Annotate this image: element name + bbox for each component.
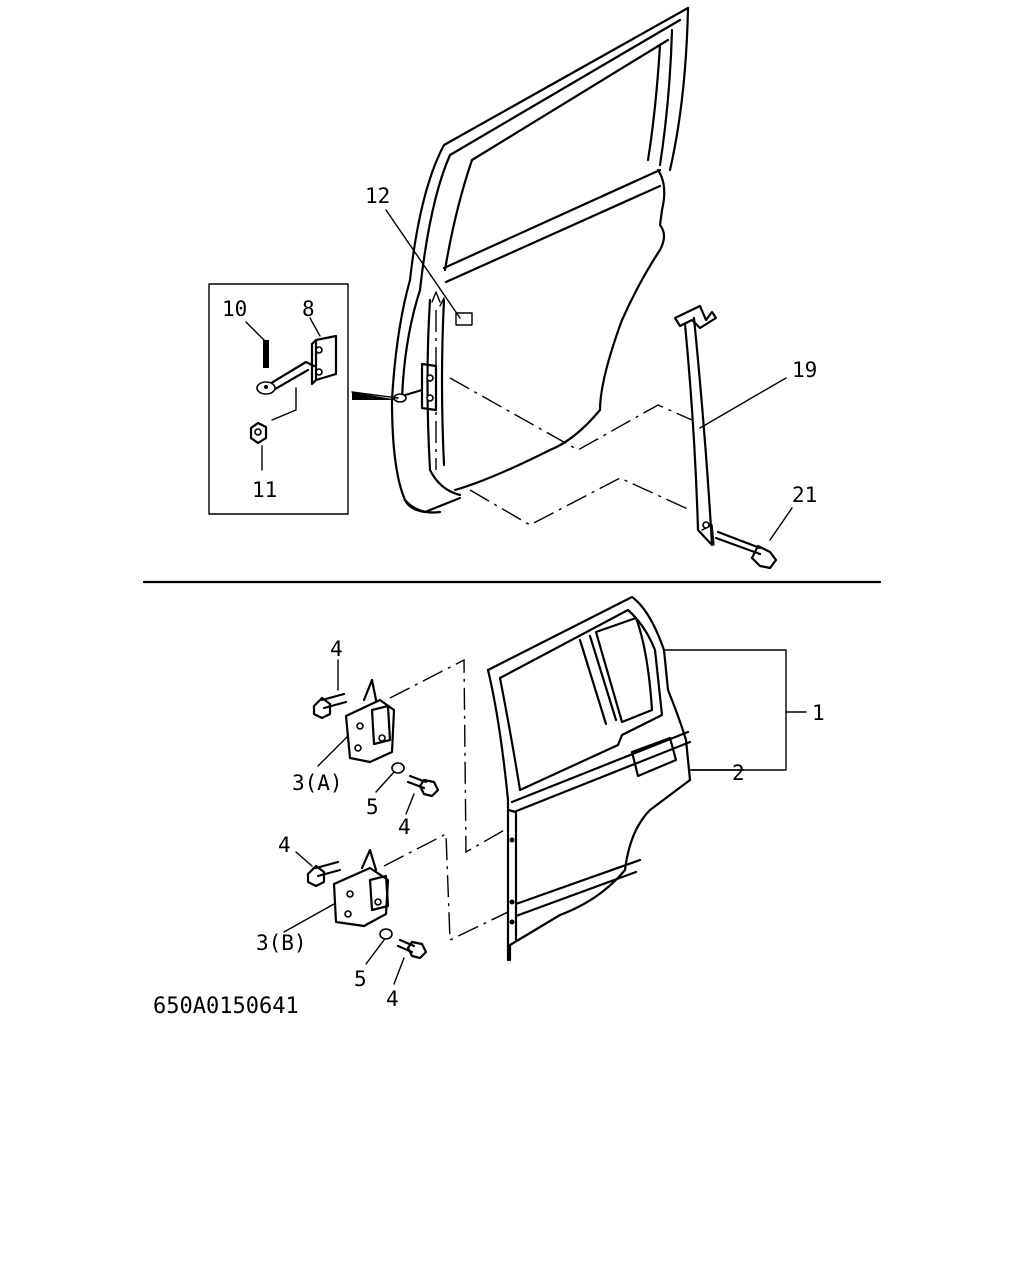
callout-2: 2	[732, 761, 745, 785]
callout-10: 10	[222, 297, 247, 321]
assembly-guide-lines-bottom	[383, 658, 509, 942]
callout-12: 12	[365, 184, 390, 208]
callout-1: 1	[812, 701, 825, 725]
washer-part-5-upper	[391, 762, 405, 774]
callout-8: 8	[302, 297, 315, 321]
rear-door-shell	[390, 6, 690, 514]
callout-bracket-1-2	[663, 649, 807, 771]
bolt-part-21	[714, 530, 778, 570]
nut-part-11	[249, 421, 268, 445]
stud-part-10	[263, 340, 269, 368]
callout-5-lower: 5	[354, 967, 367, 991]
callout-4-upper-left: 4	[330, 637, 343, 661]
callout-4-lower-right: 4	[386, 987, 399, 1011]
callout-3b: 3(B)	[256, 931, 307, 955]
callout-11: 11	[252, 478, 277, 502]
leader-lines	[245, 209, 793, 985]
assembly-guide-lines-top	[449, 377, 693, 526]
callout-5-upper: 5	[366, 795, 379, 819]
rear-door-assembly	[486, 595, 692, 962]
callout-21: 21	[792, 483, 817, 507]
washer-part-5-lower	[379, 928, 393, 940]
callout-3a: 3(A)	[292, 771, 343, 795]
hinge-lower-part-3b	[332, 848, 390, 928]
callout-4-lower-left: 4	[278, 833, 291, 857]
door-check-part-8	[314, 334, 338, 382]
bolt-part-4-upper-left	[312, 692, 348, 720]
callout-19: 19	[792, 358, 817, 382]
inset-pointer-arrow	[351, 391, 399, 400]
bolt-part-4-lower-right	[396, 938, 428, 960]
hinge-upper-part-3a	[344, 678, 396, 764]
check-link-inset	[208, 283, 349, 515]
drawing-code: 650A0150641	[153, 994, 299, 1019]
bolt-part-4-lower-left	[306, 860, 342, 888]
weatherstrip-part-19	[673, 304, 718, 547]
callout-4-upper-right: 4	[398, 815, 411, 839]
bolt-part-4-upper-right	[406, 774, 440, 798]
